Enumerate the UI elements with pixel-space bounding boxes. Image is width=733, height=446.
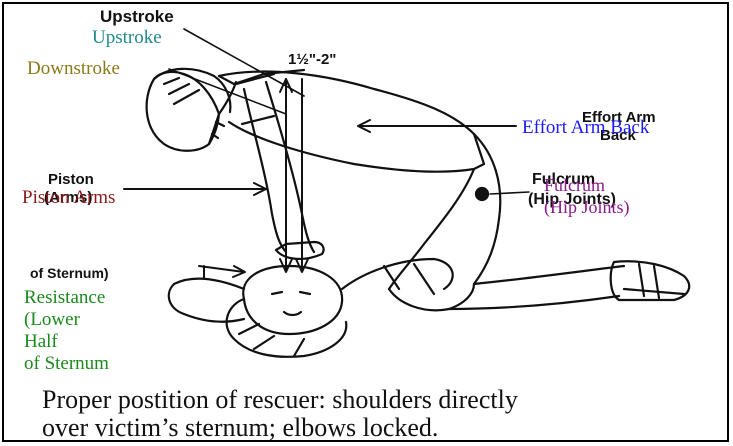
victim-hair xyxy=(227,299,347,357)
rescuer-arm-left xyxy=(244,89,286,252)
victim-face xyxy=(272,292,310,315)
fulcrum-arrow xyxy=(490,192,529,194)
resistance-label-line2: (Lower xyxy=(24,310,80,329)
caption-line-2: over victim’s sternum; elbows locked. xyxy=(42,414,722,442)
rescuer-collar xyxy=(219,82,236,114)
fulcrum-label: Fulcrum xyxy=(544,176,605,194)
downstroke-label: Downstroke xyxy=(24,58,123,79)
figure-frame: Upstroke 1½"-2" Effort Arm Back Piston (… xyxy=(2,2,729,442)
hip-joints-label: (Hip Joints) xyxy=(544,198,630,216)
resistance-label-line3: Half xyxy=(24,332,58,351)
caption-line-1: Proper postition of rescuer: shoulders d… xyxy=(42,386,722,414)
hip-joint-dot xyxy=(476,188,488,200)
stroke-depth-label: 1½"-2" xyxy=(288,52,336,67)
resistance-label-line1: Resistance xyxy=(24,288,105,307)
piston-arms-label: Piston Arms xyxy=(22,188,115,207)
rescuer-lower-leg xyxy=(449,266,624,309)
rescuer-hands xyxy=(276,242,324,259)
original-sternum-label: of Sternum) xyxy=(30,266,109,280)
original-upstroke-label: Upstroke xyxy=(100,8,174,25)
rescuer-arm-right xyxy=(266,82,314,252)
rescuer-shoe-sole xyxy=(624,264,684,298)
rescuer-knee xyxy=(389,284,474,310)
resistance-label-line4: of Sternum xyxy=(24,354,109,373)
rescuer-thigh xyxy=(389,134,500,289)
effort-arm-back-label: Effort Arm Back xyxy=(522,118,649,137)
figure-caption: Proper postition of rescuer: shoulders d… xyxy=(42,386,722,442)
original-piston-label: Piston xyxy=(48,172,94,187)
victim-shoulder-left xyxy=(169,279,244,314)
upstroke-label: Upstroke xyxy=(92,28,162,47)
rescuer-sleeve xyxy=(236,74,274,124)
